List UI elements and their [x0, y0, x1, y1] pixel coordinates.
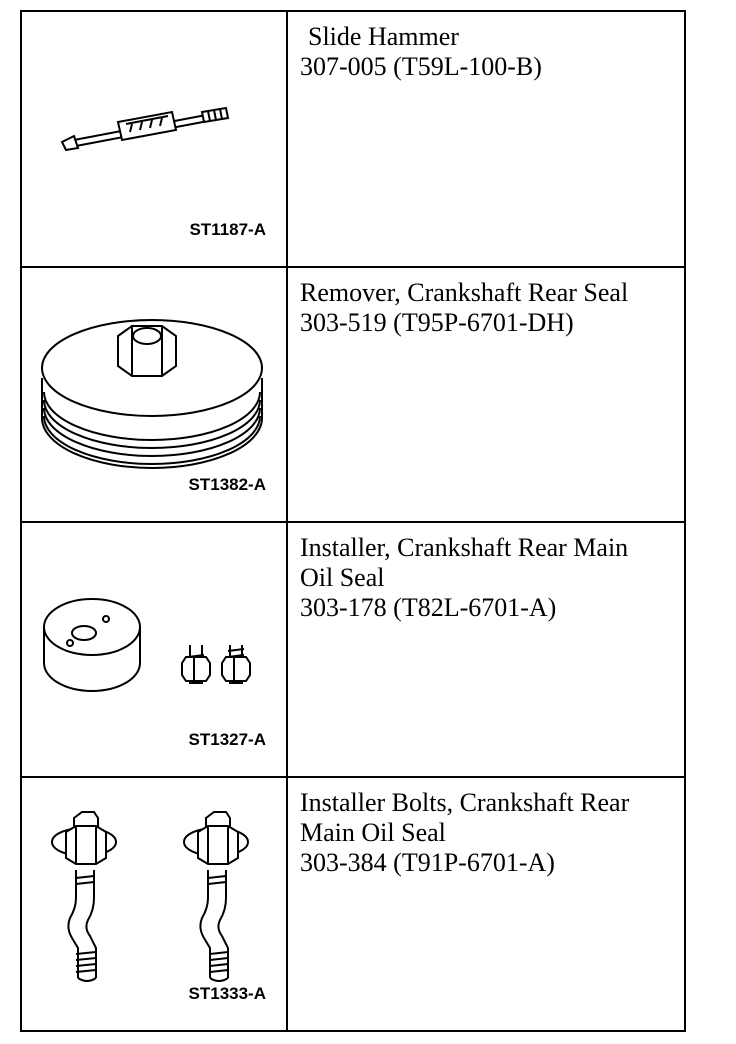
tool-name-line2: Oil Seal: [300, 563, 385, 592]
tool-illustration-cell: ST1382-A: [22, 268, 288, 523]
figure-id: ST1333-A: [188, 984, 266, 1003]
tool-description-cell: Slide Hammer 307-005 (T59L-100-B): [288, 12, 684, 268]
tool-name-line1: Installer, Crankshaft Rear Main: [300, 533, 629, 562]
slide-hammer-icon: [60, 106, 230, 152]
figure-id: ST1327-A: [188, 730, 266, 749]
special-tools-table: ST1187-A Slide Hammer 307-005 (T59L-100-…: [20, 10, 686, 1032]
installer-bolts-icon: [50, 811, 250, 982]
tool-description-cell: Remover, Crankshaft Rear Seal 303-519 (T…: [288, 268, 684, 523]
tool-name-line2: Main Oil Seal: [300, 818, 446, 847]
tool-illustration-cell: ST1187-A: [22, 12, 288, 268]
tool-name: Remover, Crankshaft Rear Seal: [300, 278, 629, 307]
tool-number: 303-519 (T95P-6701-DH): [300, 308, 574, 337]
tool-number: 303-178 (T82L-6701-A): [300, 593, 557, 622]
tool-illustration-cell: ST1333-A: [22, 778, 288, 1030]
figure-id: ST1382-A: [188, 475, 266, 494]
seal-installer-icon: [43, 598, 251, 692]
tool-number: 307-005 (T59L-100-B): [300, 52, 542, 81]
tool-description-cell: Installer Bolts, Crankshaft Rear Main Oi…: [288, 778, 684, 1030]
tool-illustration-cell: ST1327-A: [22, 523, 288, 778]
seal-remover-icon: [41, 319, 263, 469]
tool-name-line1: Installer Bolts, Crankshaft Rear: [300, 788, 630, 817]
tool-name: Slide Hammer: [308, 22, 459, 51]
figure-id: ST1187-A: [189, 220, 266, 239]
tool-description-cell: Installer, Crankshaft Rear Main Oil Seal…: [288, 523, 684, 778]
tool-number: 303-384 (T91P-6701-A): [300, 848, 555, 877]
